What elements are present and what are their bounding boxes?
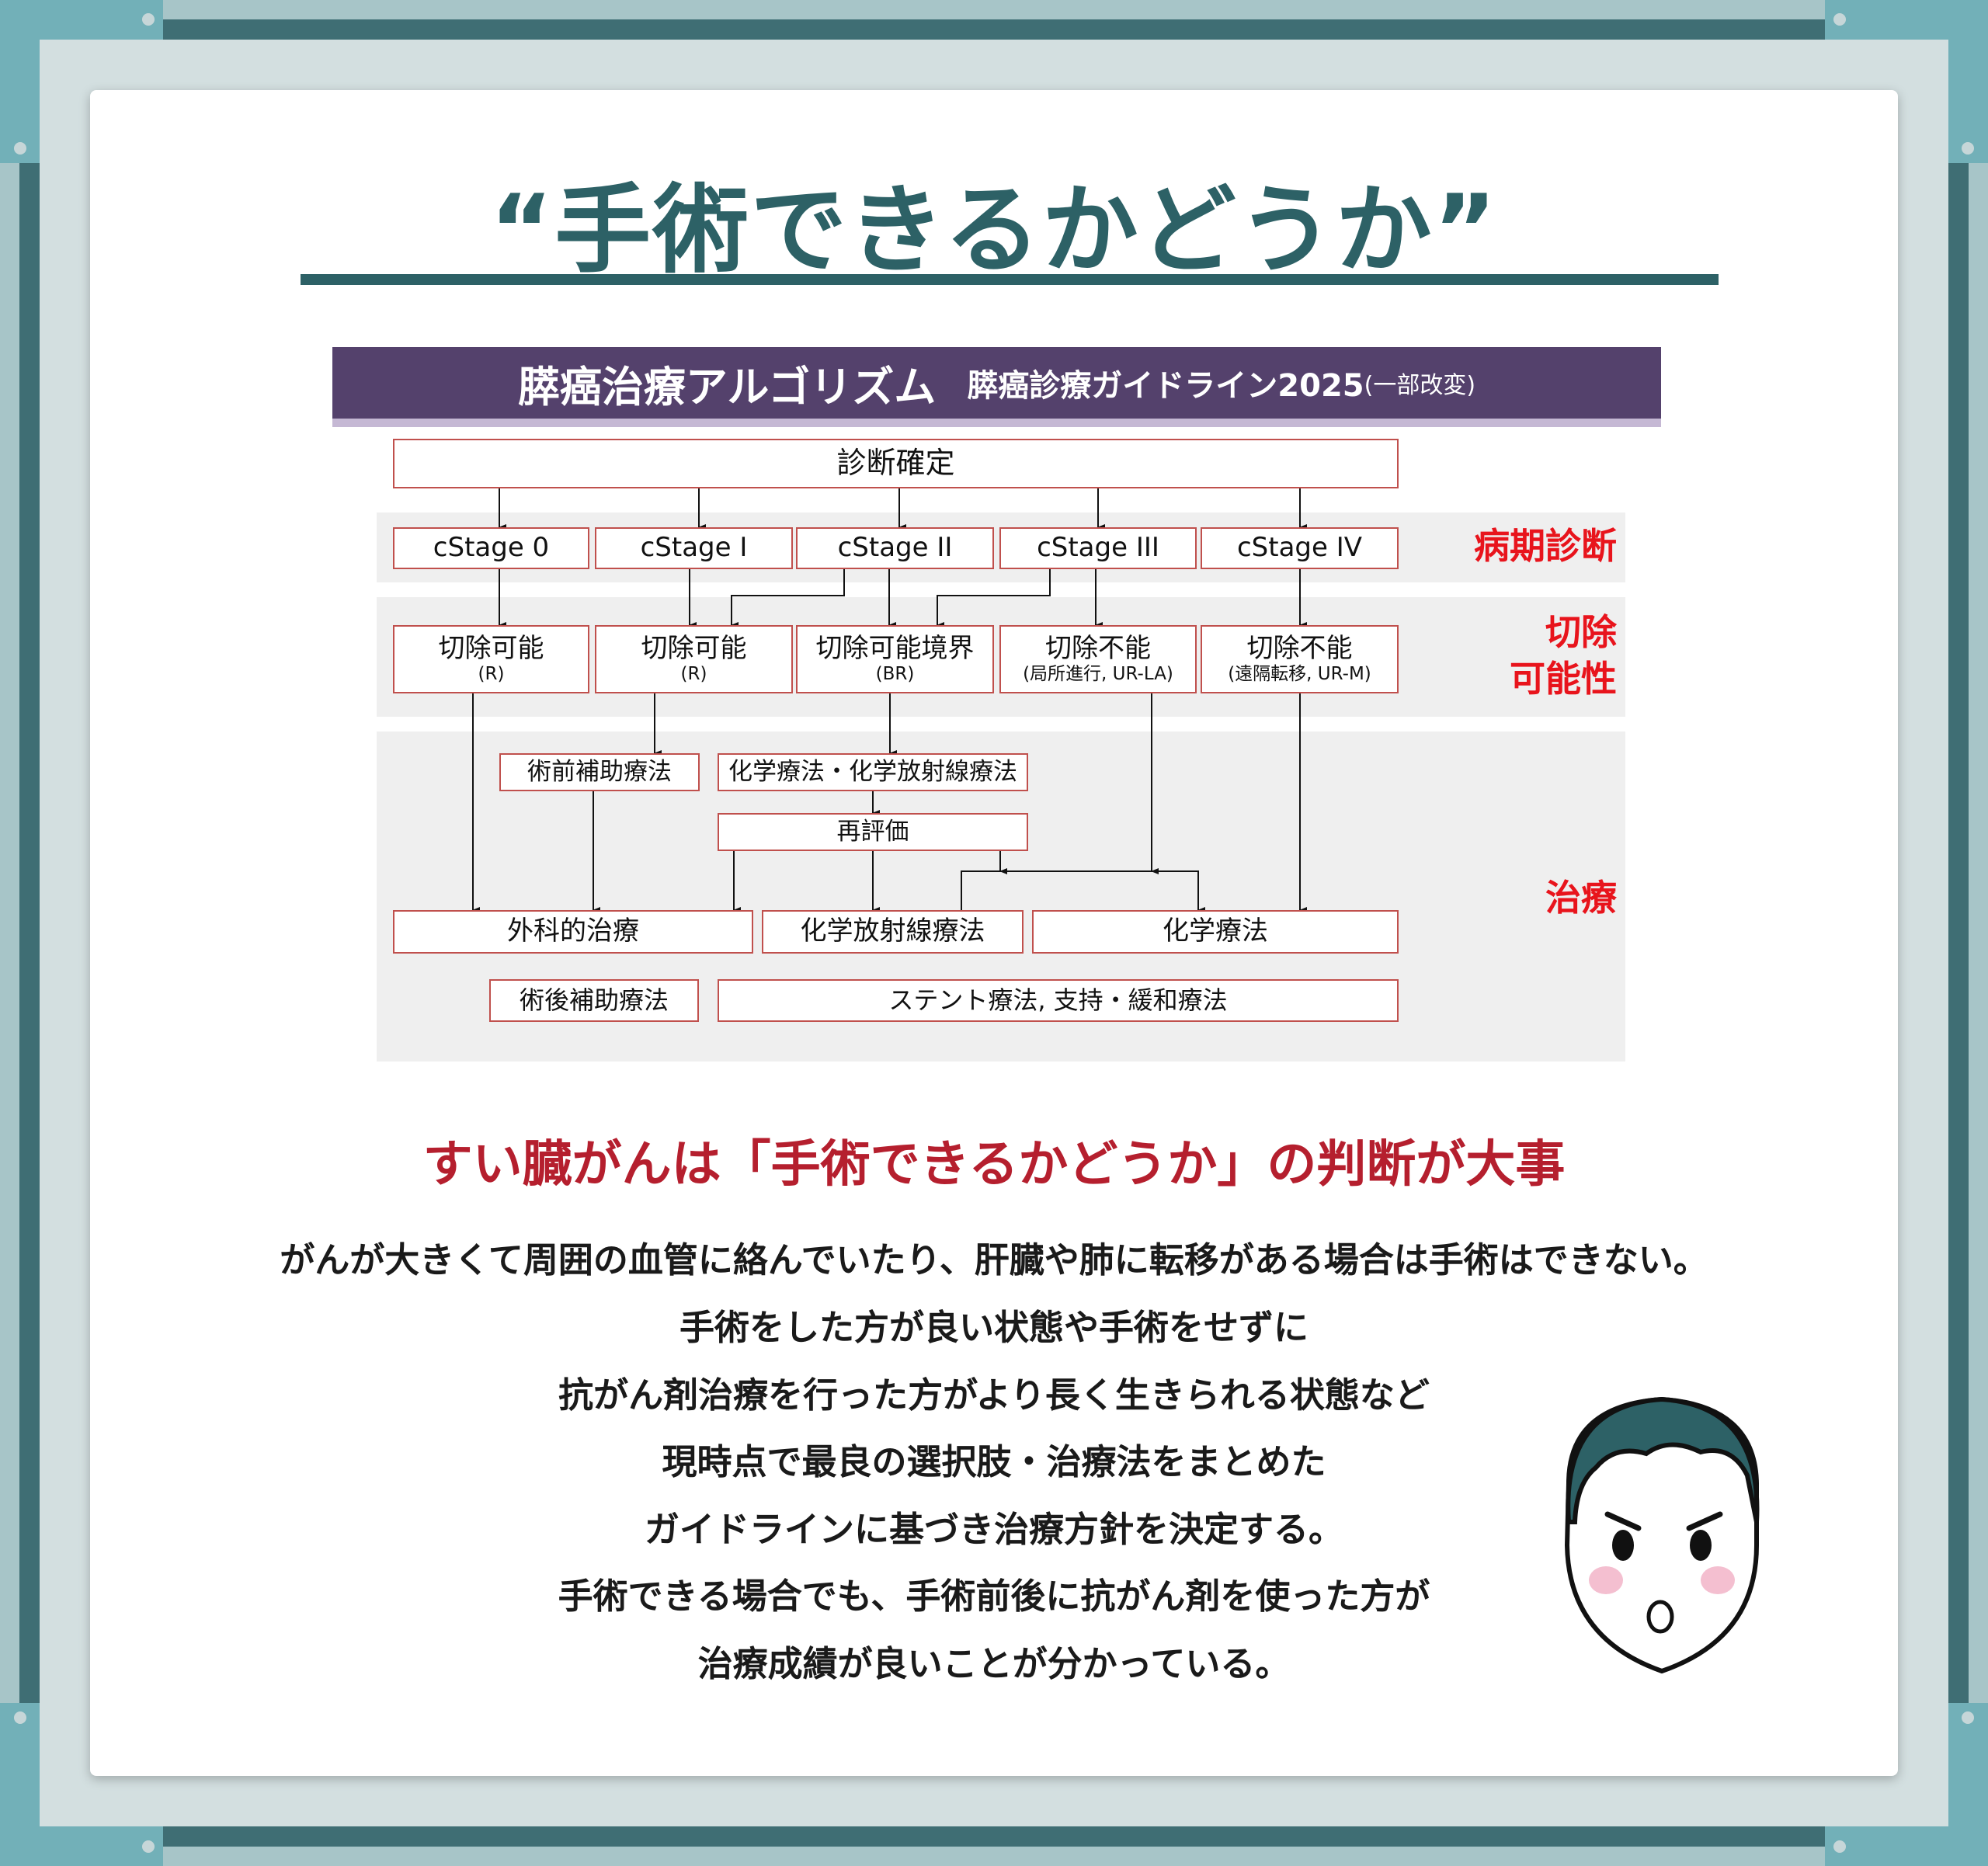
diagnosis-label: 診断確定 [836,446,955,481]
body-line: がんが大きくて周囲の血管に絡んでいたり、肝臓や肺に転移がある場合は手術はできない… [280,1239,1708,1280]
surgery-box: 外科的治療 [393,910,753,954]
reassess-box: 再評価 [718,813,1028,851]
stage-label: cStage III [1037,532,1159,564]
supportive-label: ステント療法, 支持・緩和療法 [888,985,1228,1016]
body-line: 現時点で最良の選択肢・治療法をまとめた [662,1441,1326,1482]
resect-label: 切除可能 [641,633,747,665]
adjuvant-box: 術後補助療法 [489,979,699,1022]
stage-box: cStage 0 [393,527,589,569]
body-line: 治療成績が良いことが分かっている。 [697,1643,1291,1684]
diagnosis-box: 診断確定 [393,439,1399,488]
body-line: 抗がん剤治療を行った方がより長く生きられる状態など [558,1374,1430,1416]
chemo-box: 化学療法 [1032,910,1399,954]
header-note: (一部改変) [1364,372,1476,399]
resect-label: 切除可能境界 [815,633,975,665]
stage-box: cStage III [999,527,1197,569]
resect-sub: (BR) [875,664,915,685]
stage-box: cStage II [796,527,994,569]
label-resect-1: 切除 [1545,611,1617,653]
resect-label: 切除不能 [1045,633,1151,665]
header-source: 膵癌診療ガイドライン2025 [967,368,1364,404]
subtitle: すい臓がんは「手術できるかどうか」の判断が大事 [422,1136,1566,1194]
body-line: 手術をした方が良い状態や手術をせずに [679,1307,1309,1348]
neoadjuvant-box: 術前補助療法 [499,753,700,791]
adjuvant-label: 術後補助療法 [519,985,669,1016]
algorithm-header: 膵癌治療アルゴリズム 膵癌診療ガイドライン2025 (一部改変) [332,347,1661,419]
resect-sub: (R) [478,664,505,685]
body-line: 手術できる場合でも、手術前後に抗がん剤を使った方が [558,1576,1430,1617]
crt-label: 化学放射線療法 [800,916,985,947]
chemo-crt-box: 化学療法・化学放射線療法 [718,753,1028,791]
resectability-box: 切除可能(R) [393,625,589,693]
crt-box: 化学放射線療法 [762,910,1024,954]
header-main: 膵癌治療アルゴリズム [517,362,937,412]
resect-label: 切除可能 [438,633,544,665]
resect-label: 切除不能 [1246,633,1353,665]
resect-sub: (遠隔転移, UR-M) [1228,664,1371,685]
label-resect-2: 可能性 [1510,658,1617,700]
supportive-box: ステント療法, 支持・緩和療法 [718,979,1399,1022]
neoadjuvant-label: 術前補助療法 [527,757,672,786]
stage-label: cStage IV [1236,532,1363,564]
doctor-face-illustration [1564,1396,1760,1674]
resect-sub: (R) [680,664,707,685]
resectability-box: 切除不能(遠隔転移, UR-M) [1201,625,1399,693]
chemo-crt-label: 化学療法・化学放射線療法 [728,757,1017,786]
flow-connectors [472,488,1307,913]
label-treatment: 治療 [1545,877,1617,919]
stage-box: cStage I [595,527,793,569]
reassess-label: 再評価 [836,817,909,846]
body-line: ガイドラインに基づき治療方針を決定する。 [644,1509,1343,1550]
stage-label: cStage I [640,532,748,564]
stage-label: cStage 0 [433,532,550,564]
surgery-label: 外科的治療 [507,916,639,947]
resectability-box: 切除可能境界(BR) [796,625,994,693]
stage-box: cStage IV [1201,527,1399,569]
stage-label: cStage II [837,532,953,564]
resectability-box: 切除不能(局所進行, UR-LA) [999,625,1197,693]
resectability-box: 切除可能(R) [595,625,793,693]
label-stage: 病期診断 [1474,525,1617,567]
resect-sub: (局所進行, UR-LA) [1023,664,1173,685]
title-underline [301,274,1719,285]
page-title: “手術できるかどうか” [489,175,1499,287]
chemo-label: 化学療法 [1163,916,1268,947]
header-strip [332,419,1661,427]
